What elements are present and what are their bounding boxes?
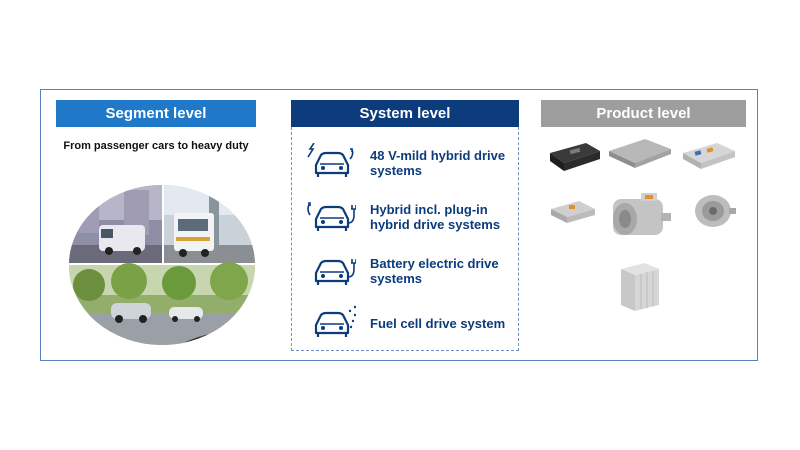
- e-axle-image: [613, 193, 671, 235]
- system-level-title: System level: [359, 105, 451, 122]
- segment-subtitle: From passenger cars to heavy duty: [63, 140, 249, 152]
- system-item-label: Hybrid incl. plug-in hybrid drive system…: [370, 202, 501, 232]
- system-item-mild-hybrid: 48 V-mild hybrid drive systems: [304, 141, 514, 185]
- fuel-cell-stack-image: [621, 263, 659, 311]
- system-level-header: System level: [291, 100, 519, 127]
- mild-hybrid-car-icon: [307, 143, 354, 177]
- system-list: 48 V-mild hybrid drive systems Hybrid in…: [291, 127, 519, 351]
- plugin-hybrid-car-icon: [307, 202, 356, 231]
- system-item-label: Battery electric drive systems: [370, 256, 499, 286]
- segment-level-header: Segment level: [56, 100, 256, 127]
- system-item-label: 48 V-mild hybrid drive systems: [370, 148, 506, 178]
- product-level-header: Product level: [541, 100, 746, 127]
- product-images: [541, 135, 746, 350]
- segment-level-title: Segment level: [105, 105, 207, 122]
- electric-motor-image: [695, 195, 736, 227]
- flat-battery-image: [609, 139, 671, 168]
- vehicle-segments-photo: [69, 185, 255, 345]
- fuel-cell-car-icon: [314, 305, 356, 337]
- system-item-label: Fuel cell drive system: [370, 315, 506, 331]
- system-item-battery-electric: Battery electric drive systems: [304, 249, 514, 293]
- system-item-plugin-hybrid: Hybrid incl. plug-in hybrid drive system…: [304, 195, 514, 239]
- system-item-fuel-cell: Fuel cell drive system: [304, 301, 514, 345]
- overview-frame: Segment level From passenger cars to hea…: [40, 89, 758, 361]
- converter-image: [683, 143, 735, 169]
- battery-electric-car-icon: [314, 259, 356, 285]
- product-level-title: Product level: [596, 105, 691, 122]
- inverter-image: [551, 201, 595, 223]
- battery-pack-image: [550, 143, 600, 171]
